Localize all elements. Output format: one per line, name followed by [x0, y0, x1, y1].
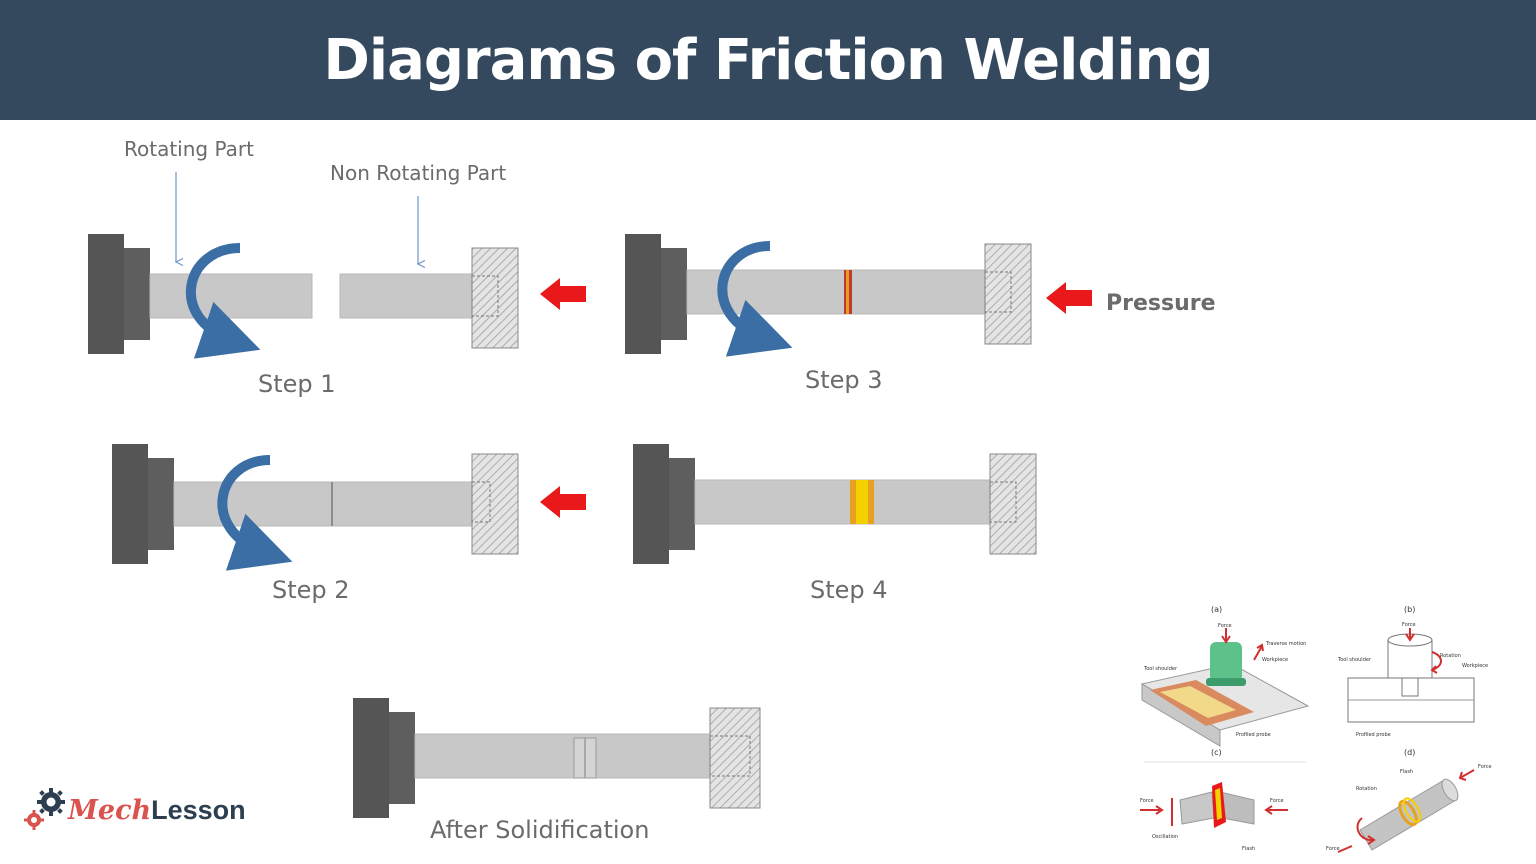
pressure-label: Pressure	[1106, 291, 1216, 316]
title-banner: Diagrams of Friction Welding	[0, 0, 1536, 120]
inset-a-probe-text: Profiled probe	[1236, 732, 1271, 738]
non-rotating-part-label: Non Rotating Part	[330, 161, 506, 185]
step1-pressure-arrow	[540, 278, 586, 310]
inset-c-block-left	[1179, 791, 1215, 825]
step3-weld-zone-core	[846, 270, 849, 314]
step1-chuck-outer	[88, 234, 124, 354]
inset-d-weld-ring-1	[1398, 799, 1418, 827]
step4-weld-zone-core	[856, 480, 868, 524]
step4-chuck-inner	[669, 458, 695, 550]
step3-pressure-arrow	[1046, 282, 1092, 314]
step4-chuck-outer	[633, 444, 669, 564]
step2-fixture-socket	[471, 481, 491, 523]
inset-b-rotation-arrow	[1430, 651, 1442, 674]
step3-chuck-outer	[625, 234, 661, 354]
inset-a-force-arrow	[1221, 628, 1231, 644]
inset-d-force-right	[1458, 769, 1475, 781]
step1-group: Rotating Part Non Rotating Part Step 1	[88, 137, 586, 398]
inset-c-force-left-text: Force	[1140, 798, 1154, 804]
inset-d-force-left	[1337, 845, 1353, 853]
rotating-part-label: Rotating Part	[124, 137, 254, 161]
inset-c-force-left	[1140, 805, 1164, 815]
step4-fixture	[989, 453, 1037, 555]
after-solidification-group: After Solidification	[353, 698, 761, 844]
after-chuck-outer	[353, 698, 389, 818]
inset-c-flash-text: Flash	[1242, 846, 1255, 852]
inset-variants: (a) Force Traverse motion Workpiece Tool…	[1140, 605, 1492, 853]
inset-panel-a-label: (a)	[1211, 605, 1222, 614]
step1-fixture	[471, 247, 519, 349]
inset-b-probe-text: Profiled probe	[1356, 732, 1391, 738]
inset-c-oscillation-text: Oscillation	[1152, 834, 1178, 840]
step3-fixture-socket	[984, 271, 1012, 313]
step3-group: Pressure Step 3	[625, 234, 1216, 394]
inset-c-weld-core	[1215, 788, 1222, 820]
step3-rotation-arrow	[717, 241, 793, 357]
inset-c-force-right	[1264, 805, 1288, 815]
step4-label: Step 4	[810, 576, 888, 604]
after-fixture	[709, 707, 761, 809]
after-solidification-label: After Solidification	[430, 816, 649, 844]
after-chuck-inner	[389, 712, 415, 804]
after-fixture-socket	[709, 735, 751, 777]
logo-text-mech: Mech	[68, 794, 152, 826]
inset-a-force-text: Force	[1218, 623, 1232, 629]
logo-text-lesson: Lesson	[151, 794, 246, 825]
step3-label: Step 3	[805, 366, 883, 394]
inset-b-force-arrow	[1405, 628, 1415, 642]
step2-fixed-rod	[331, 481, 497, 527]
step2-fixture	[471, 453, 519, 555]
step2-chuck-inner	[148, 458, 174, 550]
step3-chuck-inner	[661, 248, 687, 340]
step1-rotating-rod	[149, 273, 313, 319]
inset-d-rotation-arrow	[1356, 817, 1376, 845]
inset-b-probe	[1401, 677, 1419, 697]
step2-pressure-arrow	[540, 486, 586, 518]
step1-rotation-arrow	[185, 243, 261, 359]
step1-fixture-socket	[471, 275, 499, 317]
step1-chuck-inner	[124, 248, 150, 340]
step2-label: Step 2	[272, 576, 350, 604]
step1-label: Step 1	[258, 370, 336, 398]
inset-d-rod-end	[1441, 778, 1459, 802]
inset-panel-b-label: (b)	[1404, 605, 1415, 614]
step2-chuck-outer	[112, 444, 148, 564]
inset-b-shoulder-text: Tool shoulder	[1337, 657, 1372, 663]
inset-panel-d-label: (d)	[1404, 748, 1415, 757]
inset-b-workpiece-text: Workpiece	[1462, 663, 1488, 669]
step2-group: Step 2	[112, 444, 586, 604]
step2-rotation-arrow	[217, 455, 293, 571]
step4-group: Step 4	[633, 444, 1037, 604]
inset-d-weld-ring-2	[1402, 797, 1422, 823]
inset-panel-c-label: (c)	[1211, 748, 1222, 757]
gear-icon	[24, 788, 65, 830]
inset-a-traverse-arrow	[1253, 643, 1264, 661]
step2-rotating-rod	[173, 481, 333, 527]
inset-d-flash-text: Flash	[1400, 769, 1413, 775]
inset-a-tool	[1210, 642, 1242, 682]
inset-c-force-right-text: Force	[1270, 798, 1284, 804]
inset-b-force-text: Force	[1402, 622, 1416, 628]
inset-a-weld-track-core	[1160, 686, 1236, 718]
inset-d-force-right-text: Force	[1478, 764, 1492, 770]
step4-fixture-socket	[989, 481, 1017, 523]
inset-b-rotation-text: Rotation	[1440, 653, 1461, 659]
inset-a-tool-shoulder	[1206, 678, 1246, 686]
inset-a-traverse-text: Traverse motion	[1265, 641, 1306, 647]
inset-d-rotation-text: Rotation	[1356, 786, 1377, 792]
page-title: Diagrams of Friction Welding	[323, 27, 1213, 93]
step3-fixture	[984, 243, 1032, 345]
inset-a-workpiece-text: Workpiece	[1262, 657, 1288, 663]
inset-a-shoulder-text: Tool shoulder	[1143, 666, 1178, 672]
inset-d-force-left-text: Force	[1326, 846, 1340, 852]
